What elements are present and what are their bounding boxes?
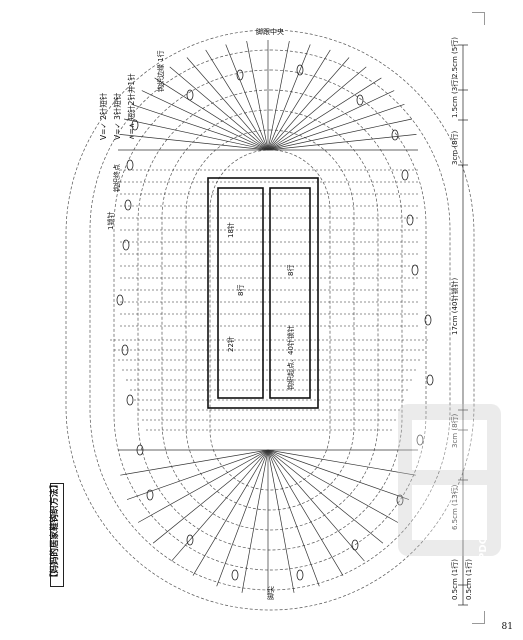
heel-ray bbox=[267, 57, 350, 151]
label-crochet-end: 钩织终点 bbox=[113, 164, 121, 192]
label-stitches-18: 18针 bbox=[227, 222, 235, 238]
toe-ray bbox=[137, 449, 269, 523]
toe-ray bbox=[126, 449, 269, 500]
edge-loop bbox=[122, 239, 130, 251]
edge-loop bbox=[186, 534, 194, 546]
watermark-seal bbox=[398, 404, 501, 556]
heel-ray bbox=[186, 57, 269, 151]
heel-ray bbox=[141, 90, 269, 151]
edge-loop bbox=[416, 434, 424, 446]
page-number: 81 bbox=[501, 622, 513, 632]
toe-ray bbox=[267, 449, 384, 544]
dimension-label: 3cm (8行) bbox=[451, 130, 459, 165]
edge-loop bbox=[351, 539, 359, 551]
dimension-label: 0.5cm (1行) bbox=[465, 559, 473, 600]
dimension-label: 0.5cm (1行) bbox=[451, 559, 459, 600]
toe-ray bbox=[192, 449, 269, 576]
edge-loop bbox=[424, 314, 432, 326]
ring bbox=[161, 109, 379, 531]
label-chain: 1锁针 bbox=[107, 211, 115, 230]
toe-ray bbox=[120, 449, 269, 476]
label-stitches-22: 22针 bbox=[227, 336, 235, 352]
inner-rect-right bbox=[269, 187, 311, 399]
edge-loop bbox=[406, 214, 414, 226]
edge-loop bbox=[146, 489, 154, 501]
label-rows-8b: 8行 bbox=[287, 264, 295, 276]
edge-loop bbox=[126, 159, 134, 171]
dimension-label: 1.5cm (3行) bbox=[451, 77, 459, 118]
heel-ray bbox=[267, 133, 417, 151]
edge-loop bbox=[411, 264, 419, 276]
heel-ray bbox=[267, 49, 331, 151]
ring bbox=[89, 49, 451, 591]
dimension-line bbox=[458, 44, 468, 606]
heel-ray bbox=[169, 66, 269, 151]
inner-rect-left bbox=[217, 187, 264, 399]
label-heel-center: 脚跟中央 bbox=[256, 28, 284, 36]
toe-ray bbox=[267, 449, 320, 587]
toe-ray bbox=[267, 449, 416, 476]
edge-loop bbox=[116, 294, 124, 306]
toe-ray bbox=[267, 449, 410, 500]
heel-ray bbox=[246, 41, 269, 151]
outer-rect bbox=[207, 177, 319, 409]
heel-ray bbox=[225, 44, 269, 151]
label-toe: 脚尖 bbox=[267, 586, 275, 600]
edge-loop bbox=[426, 374, 434, 386]
edge-loop bbox=[401, 169, 409, 181]
toe-ray bbox=[216, 449, 269, 587]
heel-ray bbox=[131, 103, 269, 151]
toe-ray bbox=[152, 449, 269, 544]
dimension-label: 17cm (40针锁针) bbox=[451, 277, 459, 335]
edge-loop bbox=[136, 444, 144, 456]
edge-loop bbox=[186, 89, 194, 101]
toe-ray bbox=[241, 449, 269, 593]
edge-loop bbox=[296, 569, 304, 581]
ring bbox=[113, 69, 427, 571]
heel-ray bbox=[267, 118, 412, 151]
spoke-lines bbox=[118, 40, 418, 595]
toe-ray bbox=[267, 449, 344, 576]
dimension-label: 2.5cm (5行) bbox=[451, 37, 459, 78]
ring bbox=[65, 29, 475, 611]
edge-loop bbox=[126, 394, 134, 406]
edge-loop bbox=[124, 199, 132, 211]
heel-ray bbox=[119, 133, 269, 151]
heel-ray bbox=[205, 49, 269, 151]
ring bbox=[185, 129, 355, 511]
label-border: 钩织边缘 1行 bbox=[157, 50, 165, 92]
edge-loop bbox=[396, 494, 404, 506]
watermark-text: PDG bbox=[478, 536, 489, 560]
heel-ray bbox=[267, 77, 382, 151]
heel-ray bbox=[124, 118, 269, 151]
edge-loop bbox=[121, 344, 129, 356]
corner-mark-top bbox=[472, 12, 485, 25]
edge-loop bbox=[391, 129, 399, 141]
corner-mark-bottom bbox=[472, 611, 485, 624]
toe-ray bbox=[267, 449, 365, 562]
heel-ray bbox=[267, 44, 311, 151]
ring bbox=[137, 89, 403, 551]
toe-ray bbox=[267, 449, 295, 593]
edge-loop bbox=[296, 64, 304, 76]
center-rectangles bbox=[207, 177, 319, 409]
heel-ray bbox=[267, 41, 290, 151]
edge-loops bbox=[116, 64, 434, 581]
heel-ray bbox=[154, 77, 269, 151]
heel-ray bbox=[267, 90, 395, 151]
heel-ray bbox=[267, 103, 405, 151]
label-rows-8a: 8行 bbox=[237, 284, 245, 296]
heel-ray bbox=[267, 66, 367, 151]
edge-loop bbox=[356, 94, 364, 106]
edge-loop bbox=[231, 569, 239, 581]
label-start: 钩织起点、40针锁针 bbox=[287, 325, 295, 390]
title-frame bbox=[50, 483, 64, 587]
edge-loop bbox=[236, 69, 244, 81]
toe-ray bbox=[267, 449, 399, 523]
edge-loop bbox=[131, 119, 139, 131]
